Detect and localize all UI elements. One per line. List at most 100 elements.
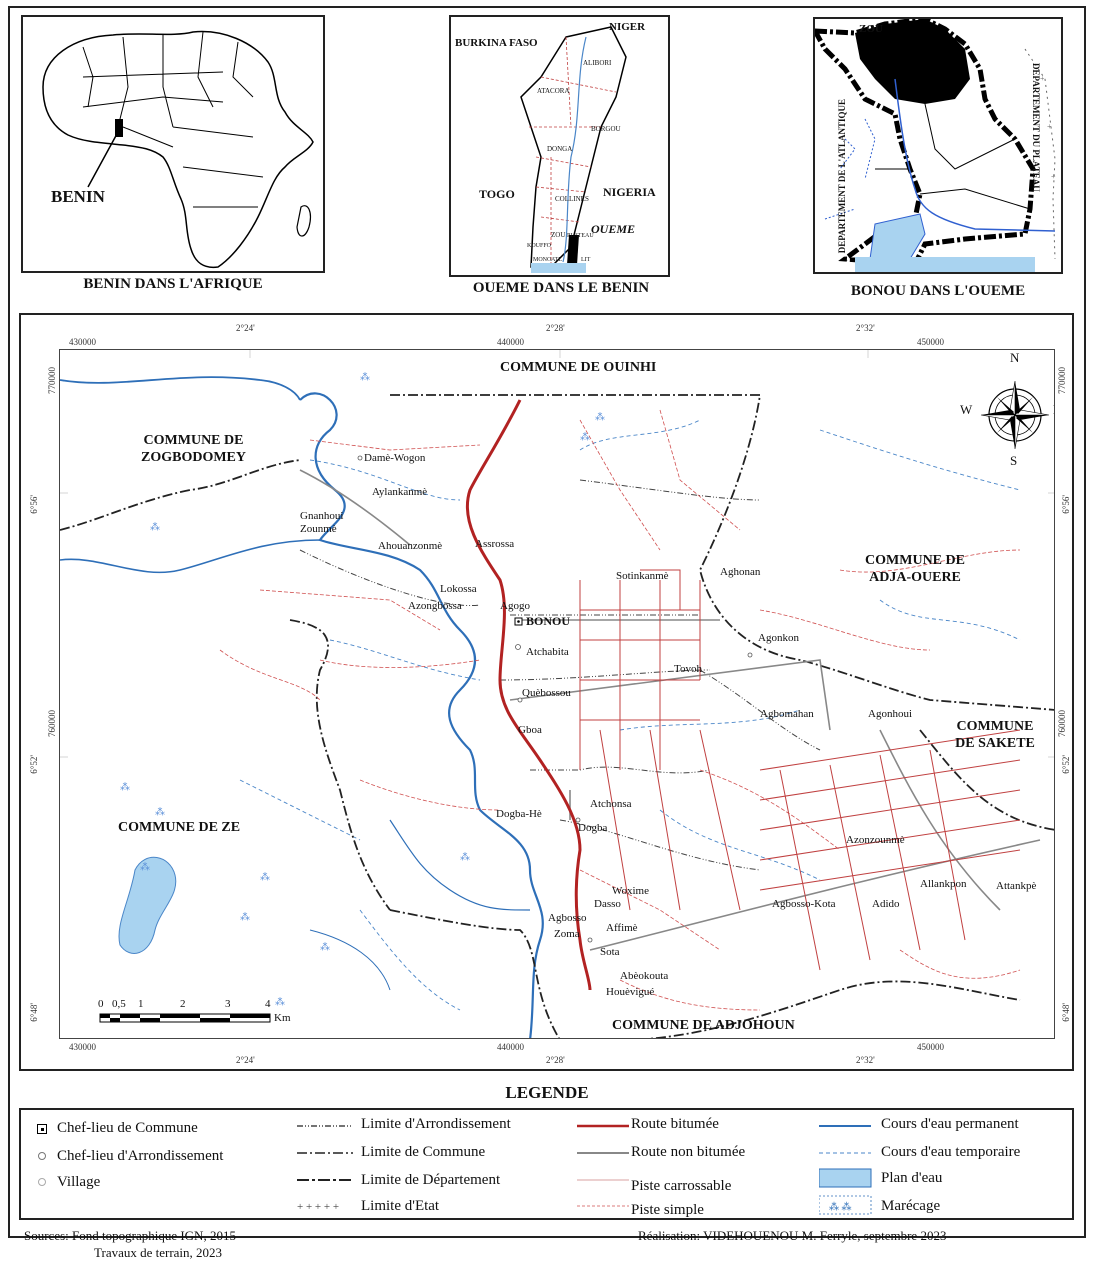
scale-tick: 2	[180, 998, 186, 1010]
commune-sakete: COMMUNE DE SAKETE	[955, 719, 1035, 751]
scale-tick: 0	[98, 998, 104, 1010]
place-label: Attankpè	[996, 880, 1037, 892]
legend-chef-commune: Chef-lieu de Commune	[57, 1120, 198, 1136]
grid-bottom: 430000	[69, 1042, 96, 1052]
sources-line2: Travaux de terrain, 2023	[94, 1245, 223, 1260]
legend-box: Chef-lieu de Commune Chef-lieu d'Arrondi…	[19, 1108, 1074, 1220]
scale-unit: Km	[274, 1012, 291, 1024]
boundary-symbols: + + + + +	[297, 1125, 353, 1213]
scale-tick: 0,5	[112, 998, 126, 1010]
benin-label: BENIN	[51, 187, 105, 206]
svg-text:⁂: ⁂	[140, 861, 150, 873]
place-label: Agonkon	[758, 632, 799, 644]
place-label: Woxime	[612, 885, 649, 897]
zou-small-label: ZOU	[551, 231, 566, 239]
svg-text:+ + + + +: + + + + +	[297, 1201, 339, 1213]
svg-text:⁂: ⁂	[360, 371, 370, 383]
grid-top: 450000	[917, 337, 944, 347]
grid-bottom: 2°28'	[546, 1055, 565, 1065]
place-label: Agbosso	[548, 912, 587, 924]
compass-n: N	[1010, 350, 1020, 365]
grid-top: 430000	[69, 337, 96, 347]
borgou-label: BORGOU	[591, 125, 621, 133]
grid-right: 770000	[1057, 367, 1067, 394]
legend-lim-commune: Limite de Commune	[361, 1144, 486, 1160]
paved-road	[465, 399, 592, 991]
lake-ze	[118, 856, 177, 954]
kouffo-label: KOUFFO	[527, 243, 552, 249]
compass-w: W	[960, 402, 973, 417]
svg-text:+: +	[1040, 74, 1045, 83]
legend-title: LEGENDE	[505, 1083, 589, 1102]
place-label: Agonhoui	[868, 708, 912, 720]
sources-line1: Sources: Fond topographique IGN, 2015	[24, 1228, 236, 1243]
svg-text:+: +	[1051, 172, 1056, 181]
atl-label: ATL	[551, 257, 562, 263]
atlantique-label: DEPARTEMENT DE L'ATLANTIQUE	[837, 99, 847, 254]
place-label: Damè-Wogon	[364, 452, 426, 464]
africa-caption: BENIN DANS L'AFRIQUE	[83, 276, 263, 292]
legend-marecage: Marécage	[881, 1198, 941, 1214]
benin-inset: BURKINA FASO NIGER TOGO NIGERIA OUEME AL…	[449, 15, 670, 277]
legend-piste-simple: Piste simple	[631, 1202, 704, 1218]
village-symbol	[38, 1178, 46, 1186]
svg-text:+: +	[1047, 122, 1052, 131]
svg-text:⁂: ⁂	[595, 411, 605, 423]
zou-label: ZOU	[859, 23, 883, 35]
africa-inset: BENIN	[21, 15, 325, 273]
commune-adja: COMMUNE DE ADJA-OUERE	[865, 553, 965, 585]
place-label: Quèbossou	[522, 687, 571, 699]
place-label: Dogba-Hè	[496, 808, 542, 820]
grid-right: 6°52'	[1061, 755, 1071, 774]
place-label: Affimè	[606, 922, 638, 934]
water-symbols: ⁂ ⁂	[819, 1125, 872, 1215]
place-label: Azongbossa	[408, 600, 462, 612]
svg-text:⁂: ⁂	[260, 871, 270, 883]
place-label: Atchonsa	[590, 798, 632, 810]
place-label: Gnanhoui Zounmè	[300, 510, 344, 535]
place-label: Aylankanmè	[372, 486, 428, 498]
scale-bar	[99, 1013, 271, 1023]
place-label: Agbosso-Kota	[772, 898, 836, 910]
svg-text:⁂: ⁂	[155, 806, 165, 818]
place-label: Azonzounmè	[846, 834, 905, 846]
scale-tick: 1	[138, 998, 144, 1010]
benin-caption: OUEME DANS LE BENIN	[472, 280, 650, 296]
legend-cours-perm: Cours d'eau permanent	[881, 1116, 1019, 1132]
place-label: Abèokouta	[620, 970, 669, 982]
oueme-map: + + +	[815, 19, 1056, 272]
grid-bottom: 2°24'	[236, 1055, 255, 1065]
grid-top: 2°24'	[236, 323, 255, 333]
scale-tick: 4	[265, 998, 271, 1010]
legend-cours-temp: Cours d'eau temporaire	[881, 1144, 1021, 1160]
legend-lim-arr: Limite d'Arrondissement	[361, 1116, 511, 1132]
plateau-dep-label: DEPARTEMENT DU PLATEAU	[1031, 63, 1041, 192]
scale-tick: 3	[225, 998, 231, 1010]
svg-text:⁂: ⁂	[460, 851, 470, 863]
legend-route-nonbit: Route non bitumée	[631, 1144, 746, 1160]
legend-piste-carr: Piste carrossable	[631, 1178, 732, 1194]
oueme-caption: BONOU DANS L'OUEME	[850, 283, 1026, 299]
donga-label: DONGA	[547, 145, 573, 153]
svg-text:⁂: ⁂	[120, 781, 130, 793]
map-body: ⁂⁂⁂ ⁂⁂⁂ ⁂⁂⁂ ⁂⁂⁂	[59, 349, 1055, 1039]
oueme-inset: + + + ZOU DEPARTEMENT DE L'ATLANTIQUE DE…	[813, 17, 1063, 274]
road-symbols	[577, 1124, 629, 1207]
commune-zogbodomey: COMMUNE DE ZOGBODOMEY	[140, 433, 246, 465]
grid-left: 770000	[47, 367, 57, 394]
nigeria-label: NIGERIA	[603, 185, 656, 199]
grid-left: 6°48'	[29, 1003, 39, 1022]
benin-highlight	[115, 119, 123, 137]
river-oueme	[299, 392, 544, 1038]
map-frame	[8, 6, 1086, 1238]
svg-text:⁂: ⁂	[150, 521, 160, 533]
place-label: Sota	[600, 946, 620, 958]
place-label: Ahouanzonmè	[378, 540, 443, 552]
commune-ouinhi: COMMUNE DE OUINHI	[500, 360, 657, 375]
place-label: Tovoh	[674, 663, 702, 675]
place-label: Agbomahan	[760, 708, 814, 720]
svg-text:⁂: ⁂	[240, 911, 250, 923]
svg-text:⁂ ⁂: ⁂ ⁂	[829, 1202, 852, 1213]
commune-ze: COMMUNE DE ZE	[118, 820, 241, 835]
place-label: Allankpon	[920, 878, 967, 890]
